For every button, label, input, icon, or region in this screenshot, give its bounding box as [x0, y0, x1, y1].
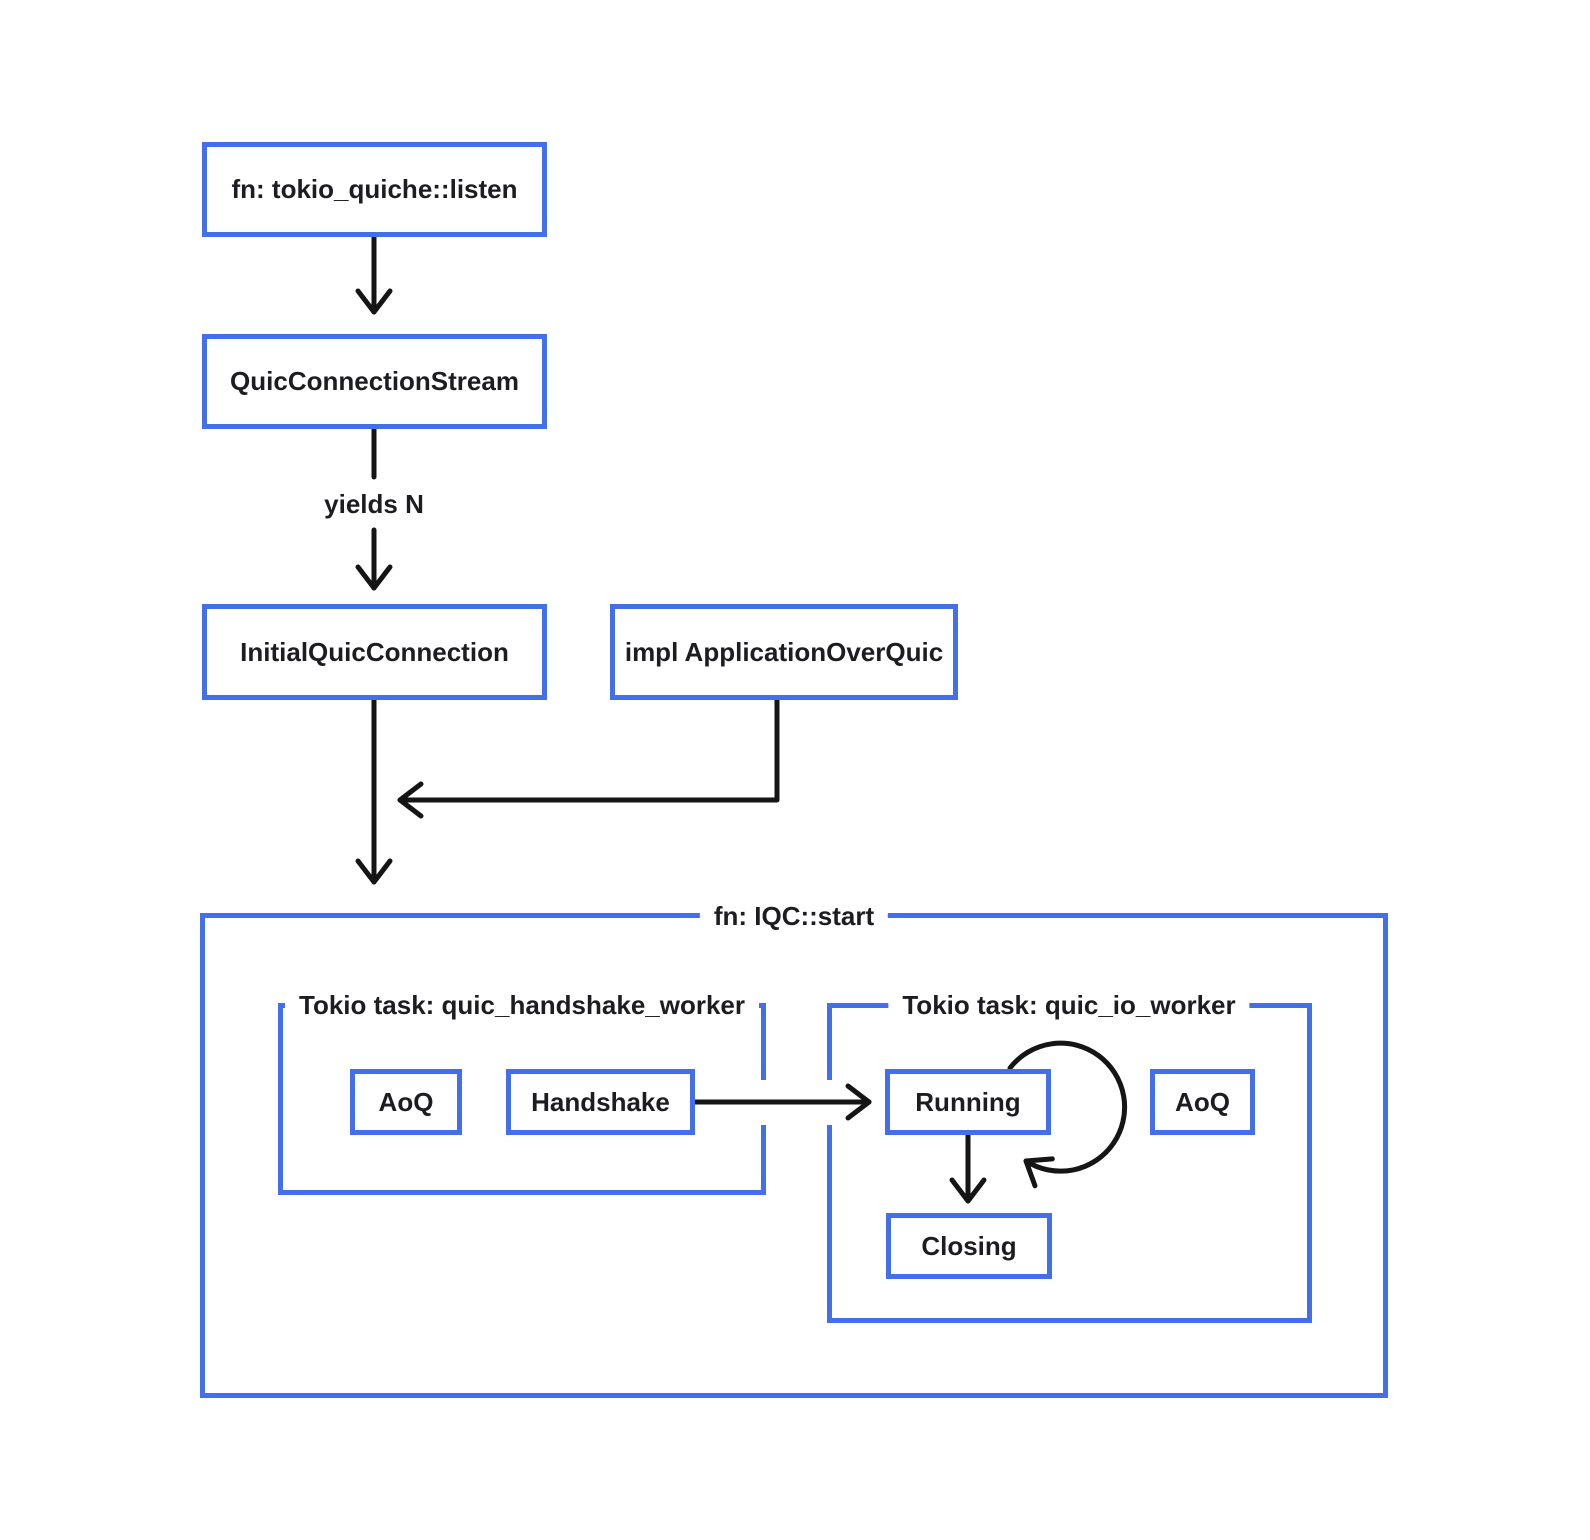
node-label: fn: tokio_quiche::listen — [231, 174, 518, 204]
node-label: impl ApplicationOverQuic — [624, 636, 944, 667]
node-label: AoQ — [1175, 1086, 1230, 1117]
container-label-fn-iqc-start: fn: IQC::start — [699, 900, 889, 932]
node-label: InitialQuicConnection — [240, 636, 509, 667]
border-gap-patch — [821, 1080, 838, 1125]
node-label: Running — [915, 1086, 1021, 1117]
border-gap-patch — [755, 1080, 772, 1125]
node-handshake-worker-aoq: AoQ — [350, 1069, 462, 1135]
node-closing: Closing — [886, 1213, 1052, 1279]
node-quic-connection-stream: QuicConnectionStream — [202, 334, 547, 429]
node-label: Handshake — [531, 1086, 670, 1117]
container-label-quic-io-worker: Tokio task: quic_io_worker — [888, 989, 1250, 1021]
node-label: Closing — [921, 1230, 1017, 1261]
node-label: QuicConnectionStream — [230, 366, 519, 396]
node-handshake: Handshake — [506, 1069, 695, 1135]
node-initial-quic-connection: InitialQuicConnection — [202, 604, 547, 700]
node-label: AoQ — [378, 1086, 434, 1117]
node-running: Running — [885, 1069, 1051, 1135]
edge-impl-aoq-to-initial-flow — [397, 697, 780, 819]
container-label-quic-handshake-worker: Tokio task: quic_handshake_worker — [285, 989, 759, 1021]
edge-label-yields-n: yields N — [318, 489, 430, 520]
node-impl-application-over-quic: impl ApplicationOverQuic — [610, 604, 958, 700]
node-io-worker-aoq: AoQ — [1150, 1069, 1255, 1135]
node-fn-tokio-quiche-listen: fn: tokio_quiche::listen — [202, 142, 547, 237]
